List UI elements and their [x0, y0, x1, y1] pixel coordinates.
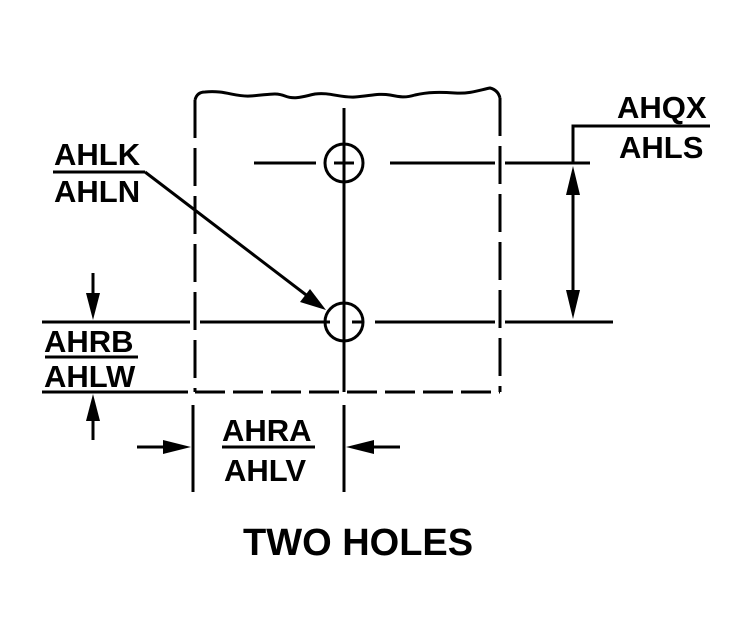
- hole-callout-bottom-label: AHLN: [54, 174, 140, 209]
- edge-v-arrow-top: [86, 293, 100, 320]
- edge-h-arrow-left: [163, 440, 191, 454]
- hole-spacing-top-label: AHQX: [617, 90, 707, 125]
- part-break-line: [193, 86, 502, 101]
- diagram-title: TWO HOLES: [243, 522, 473, 564]
- edge-v-top-label: AHRB: [44, 324, 134, 359]
- edge-h-bottom-label: AHLV: [224, 453, 306, 488]
- hole-spacing-bottom-label: AHLS: [619, 130, 703, 165]
- callout-arrowhead: [300, 289, 326, 310]
- spacing-arrow-down: [566, 290, 580, 319]
- spacing-leader: [571, 124, 710, 163]
- edge-v-bottom-label: AHLW: [44, 359, 136, 394]
- edge-v-arrow-bottom: [86, 394, 100, 421]
- spacing-arrow-up: [566, 166, 580, 195]
- edge-h-top-label: AHRA: [222, 413, 312, 448]
- upper-hole: [323, 142, 365, 184]
- callout-leader: [144, 170, 319, 306]
- hole-callout-top-label: AHLK: [54, 137, 141, 172]
- edge-h-arrow-right: [346, 440, 374, 454]
